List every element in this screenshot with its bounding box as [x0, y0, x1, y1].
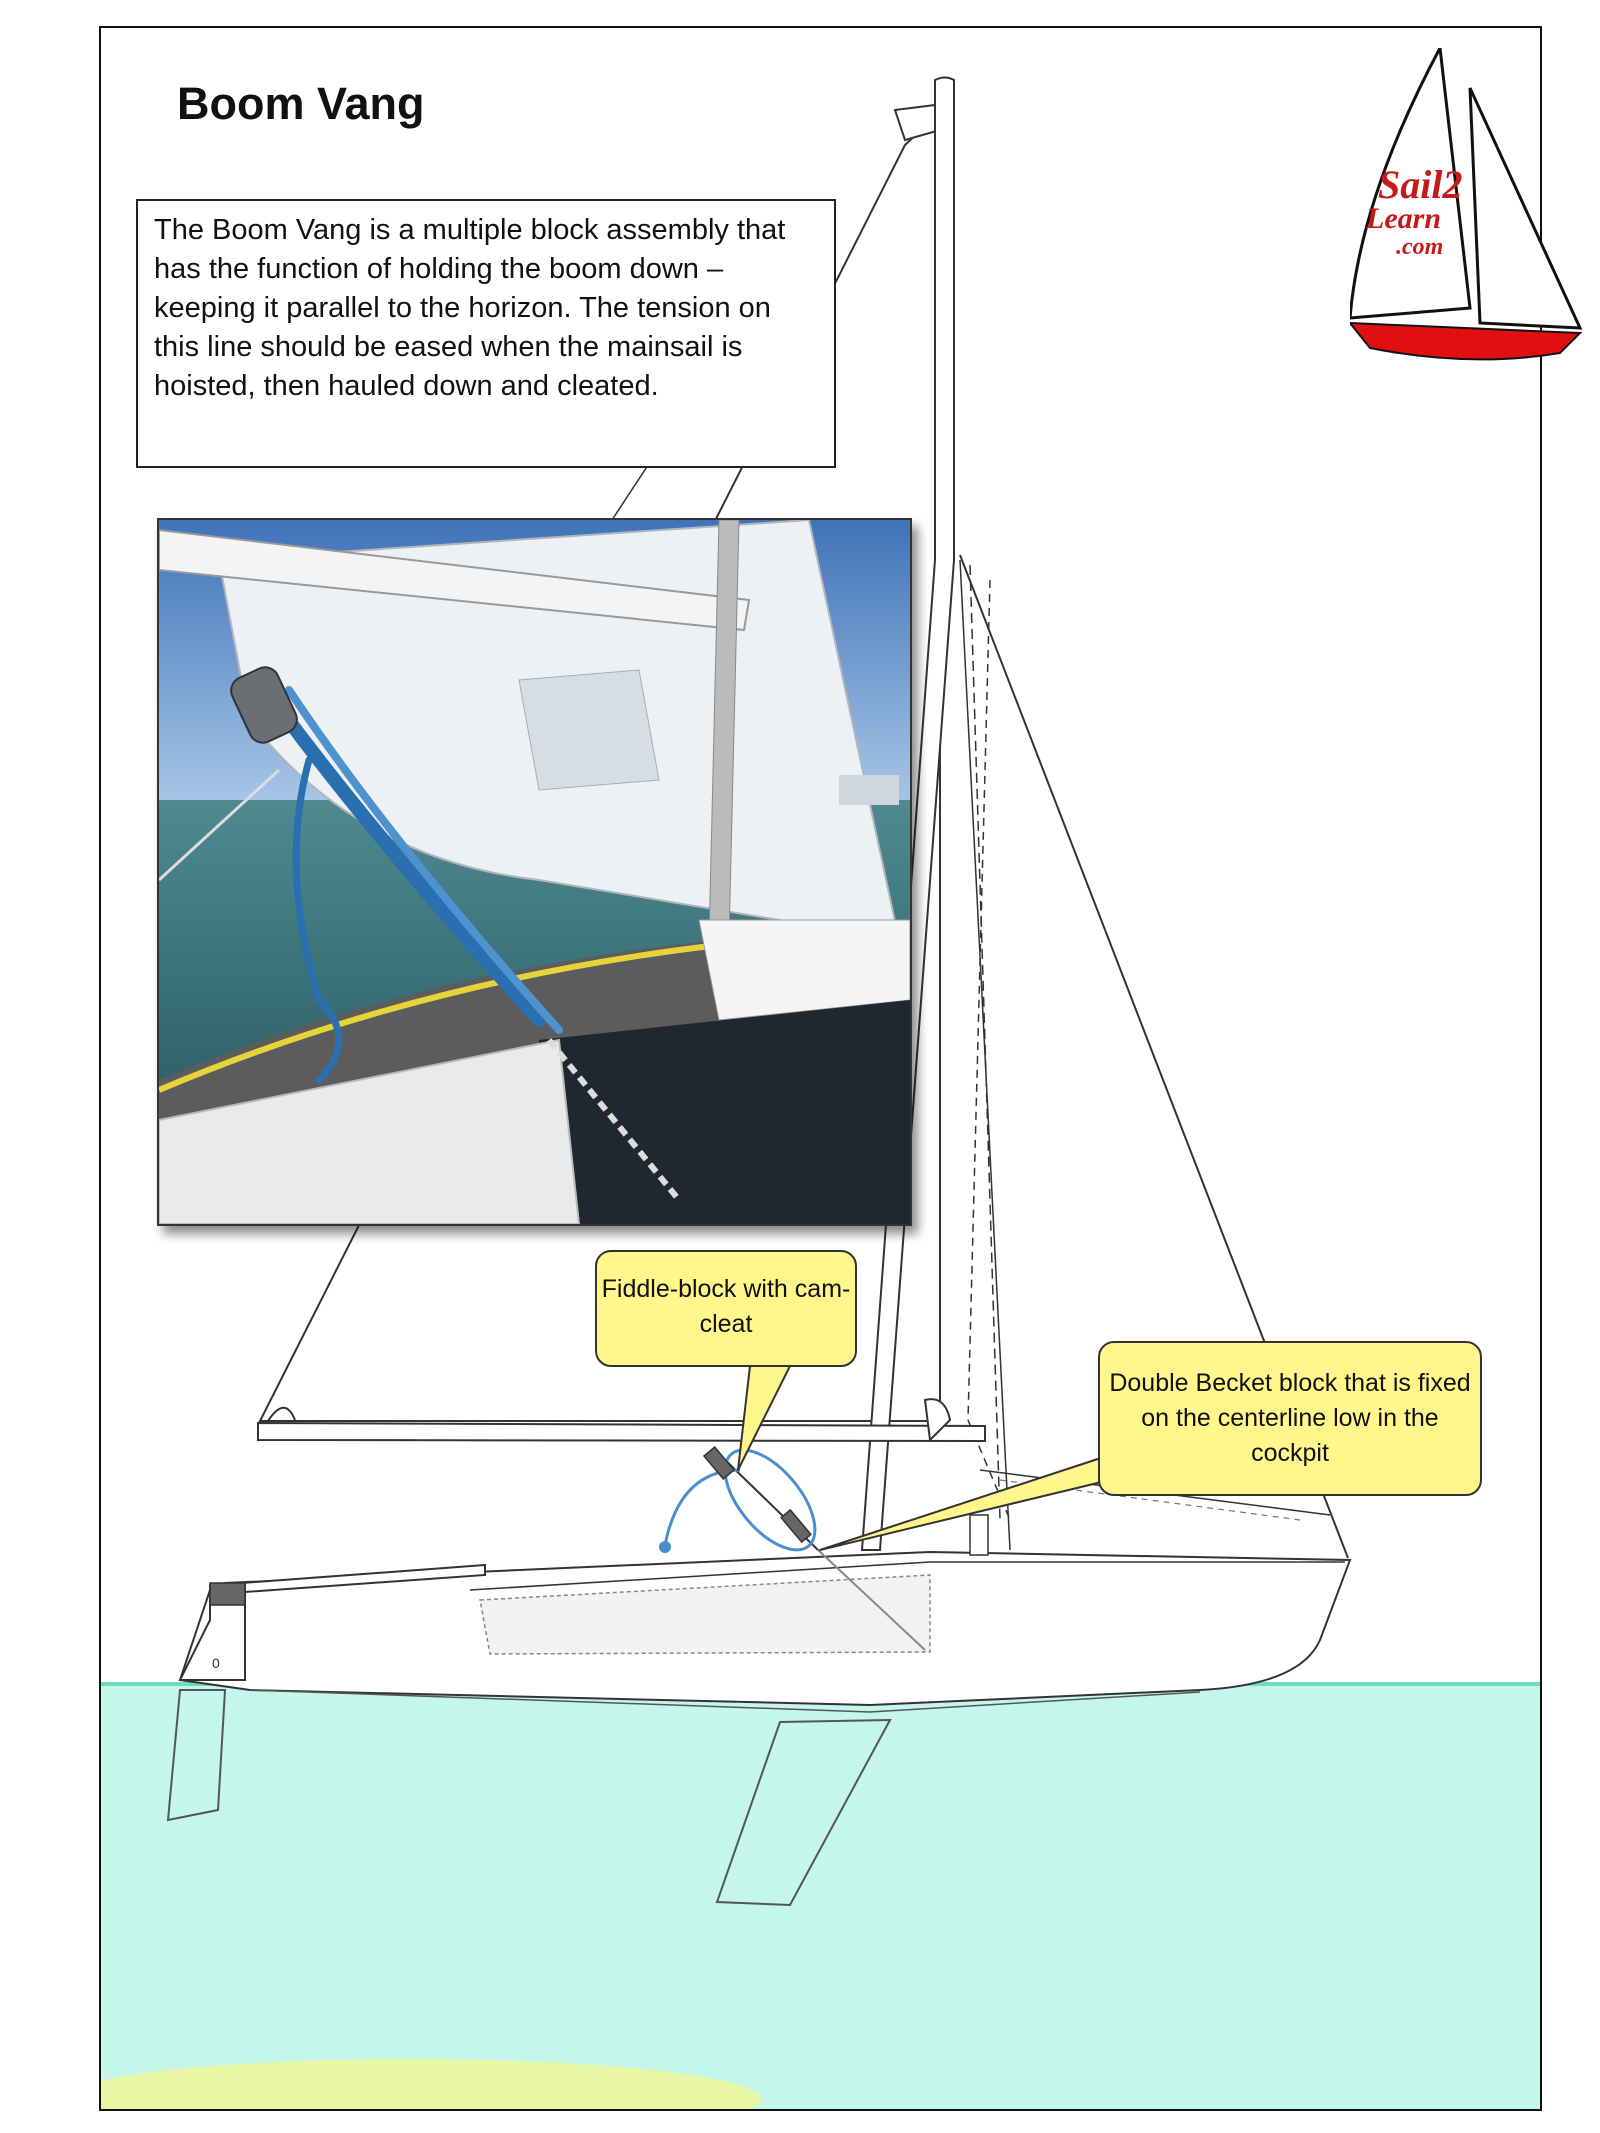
boom — [257, 1421, 986, 1443]
photo-vang-tail — [292, 756, 343, 1084]
photo-boom — [159, 528, 751, 632]
boom-vang-photo — [157, 518, 912, 1226]
photo-stay — [159, 768, 281, 882]
photo-cabin-top — [698, 919, 910, 1021]
vang-loop — [723, 1448, 817, 1552]
gooseneck — [923, 1398, 952, 1443]
description-box: The Boom Vang is a multiple block assemb… — [136, 199, 836, 468]
hull-label: 0 — [212, 1655, 220, 1671]
logo-line2: Learn — [1365, 202, 1441, 235]
boom-clew — [267, 1406, 296, 1422]
photo-bag — [159, 1038, 581, 1224]
vang-tail-end — [659, 1541, 671, 1553]
mast — [860, 76, 955, 1551]
fiddle-callout-pointer — [737, 1365, 791, 1471]
photo-sail-window — [518, 669, 660, 791]
fiddle-block-icon — [702, 1445, 736, 1481]
cockpit-well — [479, 1574, 931, 1655]
photo-illustration — [159, 520, 910, 1224]
photo-gunwale — [159, 942, 720, 1093]
photo-cockpit — [539, 1000, 910, 1224]
fiddle-block-callout: Fiddle-block with cam-cleat — [595, 1250, 857, 1367]
sail2learn-logo: Sail2 Learn .com — [1347, 43, 1590, 378]
vang-extension — [817, 1549, 926, 1651]
logo-line3: .com — [1396, 234, 1443, 260]
photo-sheet — [546, 1038, 682, 1202]
vang-tail — [663, 1468, 741, 1546]
jib-leech — [967, 579, 1011, 1521]
logo-line1: Sail2 — [1378, 162, 1462, 207]
rudder — [166, 1689, 227, 1822]
photo-fiddle-block — [230, 666, 298, 744]
photo-vang-line-2 — [285, 686, 563, 1034]
keel — [715, 1718, 892, 1907]
mainsail-head — [893, 103, 942, 142]
photo-buildings — [839, 775, 899, 805]
tiller-head — [209, 1582, 246, 1606]
hull-bottom — [249, 1689, 1201, 1713]
shroud — [959, 559, 1011, 1551]
logo-sailboat-icon: Sail2 Learn .com — [1347, 43, 1583, 361]
deck-post — [969, 1514, 989, 1556]
water-area — [101, 1684, 1540, 2109]
page-title: Boom Vang — [177, 78, 425, 129]
deck-line — [469, 1561, 1345, 1591]
becket-callout-pointer — [819, 1454, 1111, 1551]
double-becket-callout: Double Becket block that is fixed on the… — [1098, 1341, 1482, 1496]
becket-block-icon — [780, 1508, 812, 1544]
